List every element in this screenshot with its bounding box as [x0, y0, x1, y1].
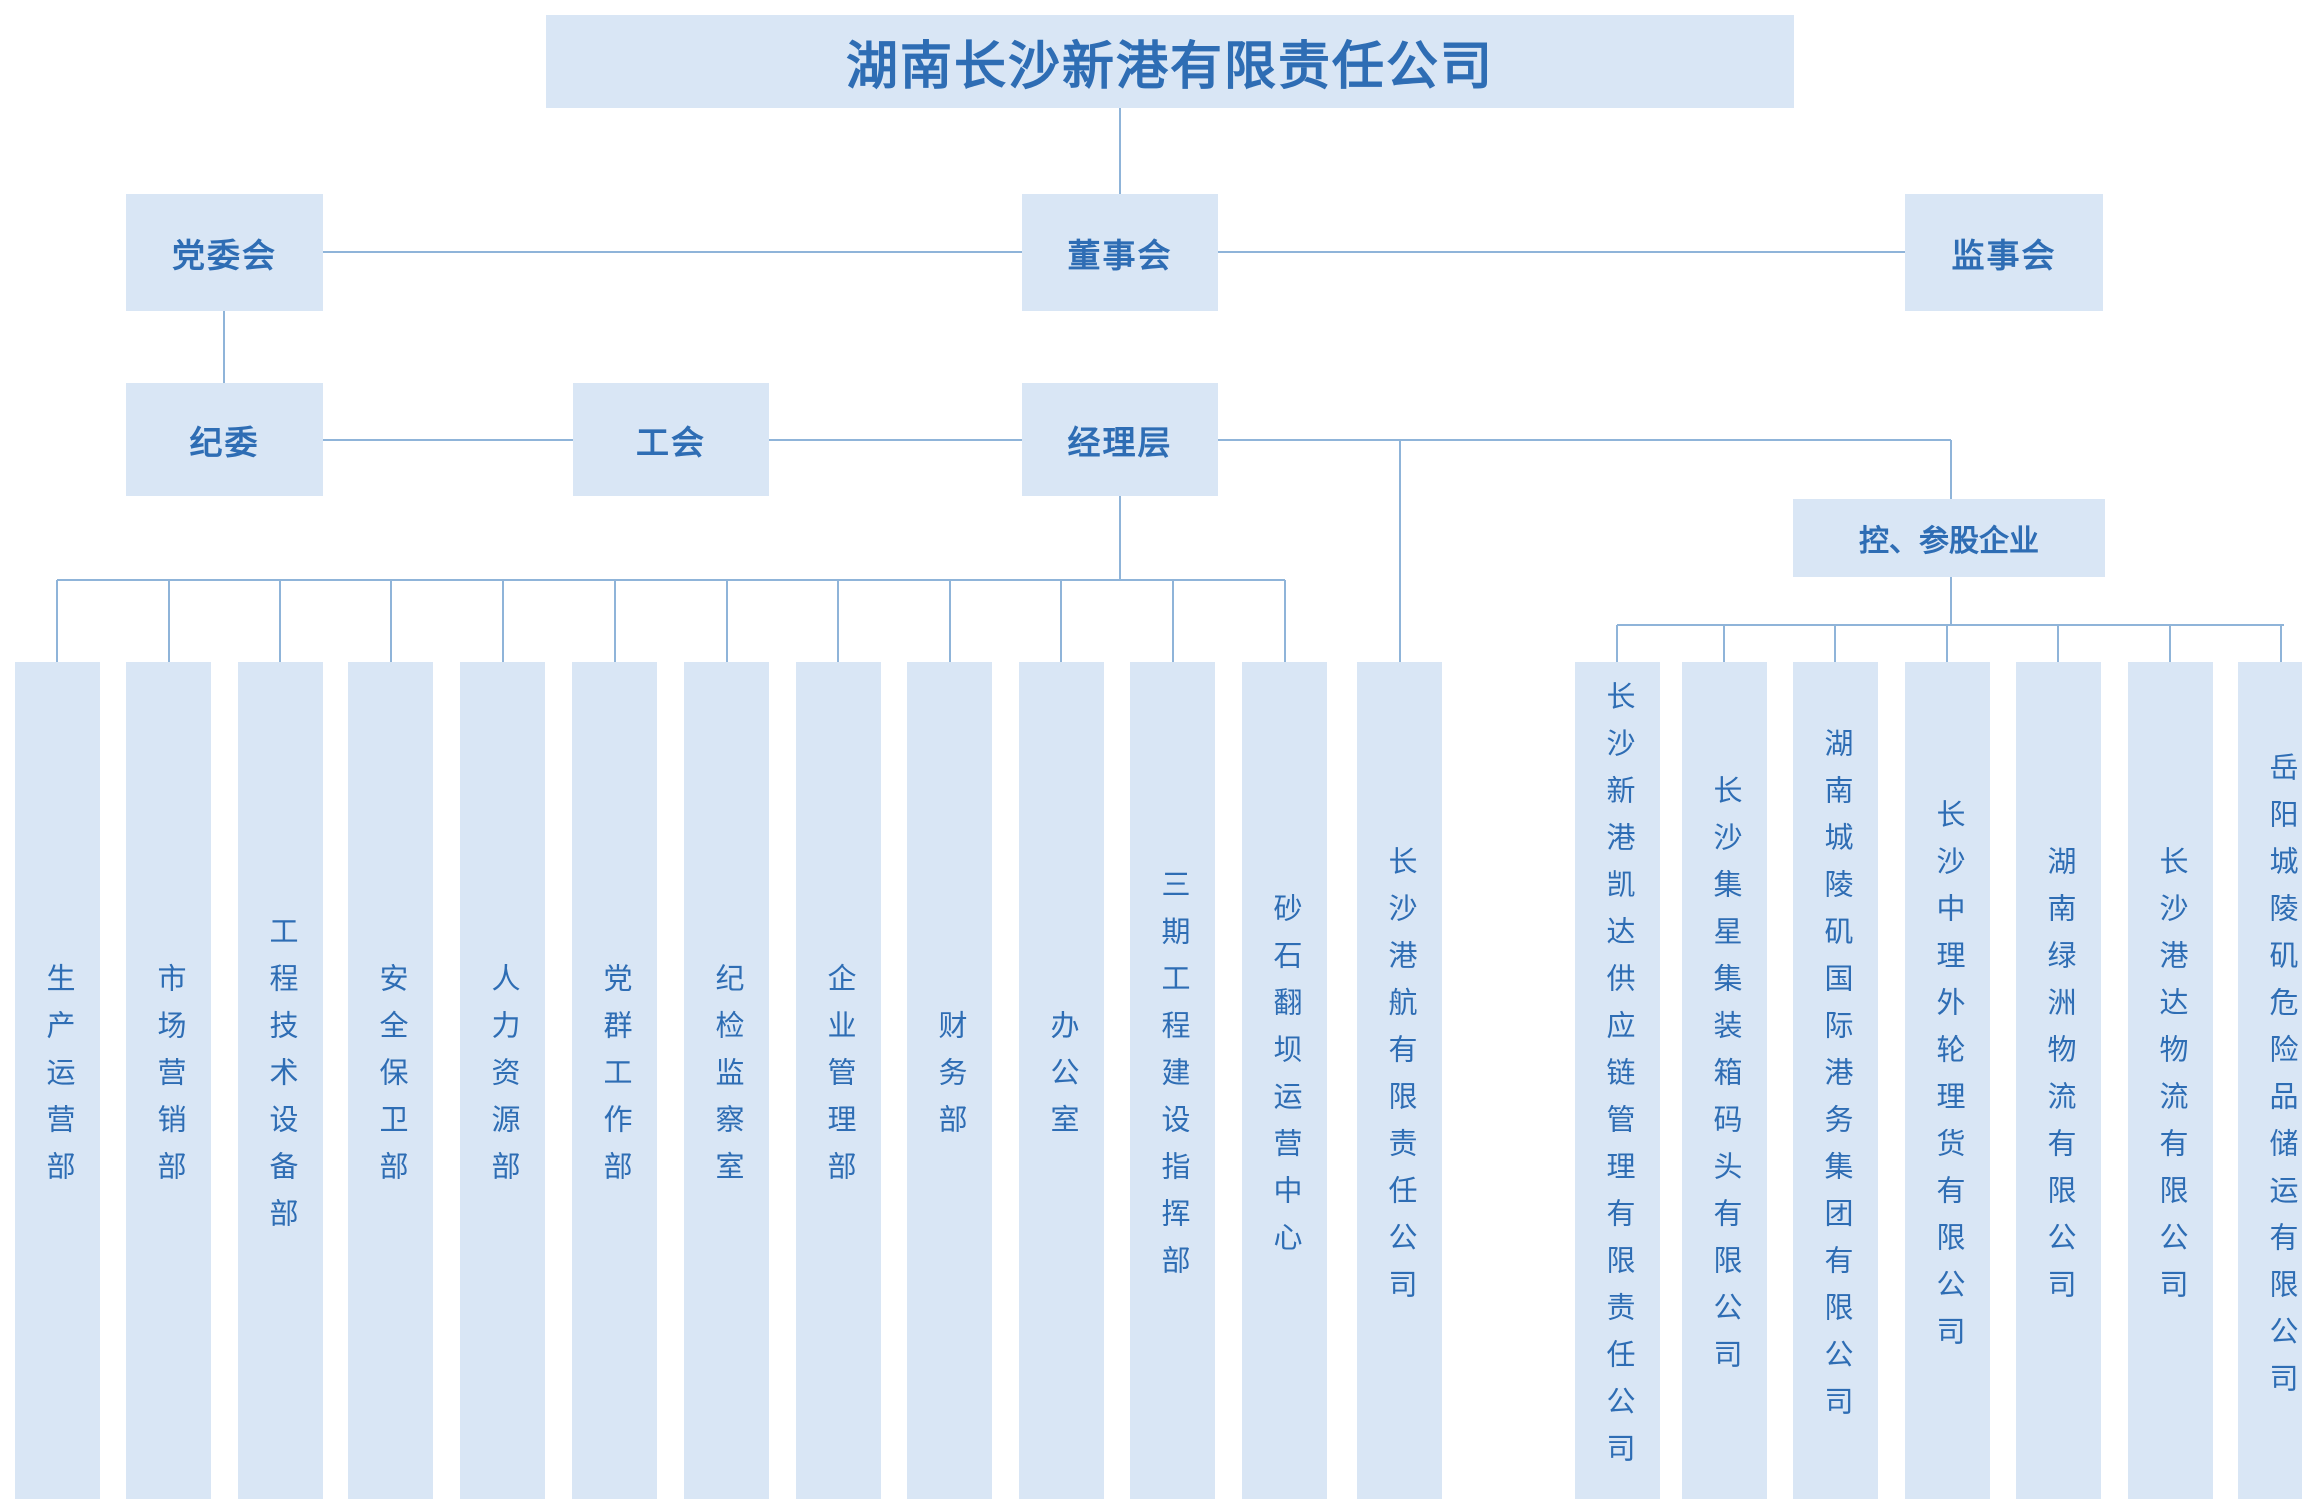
department-node: 三期工程建设指挥部 — [1130, 662, 1215, 1499]
department-node: 长沙港航有限责任公司 — [1357, 662, 1442, 1499]
department-node: 人力资源部 — [460, 662, 545, 1499]
department-node: 办公室 — [1019, 662, 1104, 1499]
department-node: 市场营销部 — [126, 662, 211, 1499]
node-management-team: 经理层 — [1022, 383, 1218, 496]
node-holding-group: 控、参股企业 — [1793, 499, 2105, 577]
subsidiary-node: 湖南城陵矶国际港务集团有限公司 — [1793, 662, 1878, 1499]
department-node: 企业管理部 — [796, 662, 881, 1499]
subsidiary-node: 长沙港达物流有限公司 — [2128, 662, 2213, 1499]
department-node: 生产运营部 — [15, 662, 100, 1499]
node-party-committee: 党委会 — [126, 194, 323, 311]
node-discipline-committee: 纪委 — [126, 383, 323, 496]
subsidiary-node: 岳阳城陵矶危险品储运有限公司 — [2238, 662, 2302, 1499]
department-node: 纪检监察室 — [684, 662, 769, 1499]
department-node: 工程技术设备部 — [238, 662, 323, 1499]
subsidiary-node: 湖南绿洲物流有限公司 — [2016, 662, 2101, 1499]
department-node: 财务部 — [907, 662, 992, 1499]
department-node: 党群工作部 — [572, 662, 657, 1499]
node-board-of-directors: 董事会 — [1022, 194, 1218, 311]
node-supervisory-board: 监事会 — [1905, 194, 2103, 311]
company-title: 湖南长沙新港有限责任公司 — [546, 15, 1794, 108]
subsidiary-node: 长沙集星集装箱码头有限公司 — [1682, 662, 1767, 1499]
subsidiary-node: 长沙中理外轮理货有限公司 — [1905, 662, 1990, 1499]
node-labor-union: 工会 — [573, 383, 769, 496]
department-node: 安全保卫部 — [348, 662, 433, 1499]
department-node: 砂石翻坝运营中心 — [1242, 662, 1327, 1499]
subsidiary-node: 长沙新港凯达供应链管理有限责任公司 — [1575, 662, 1660, 1499]
